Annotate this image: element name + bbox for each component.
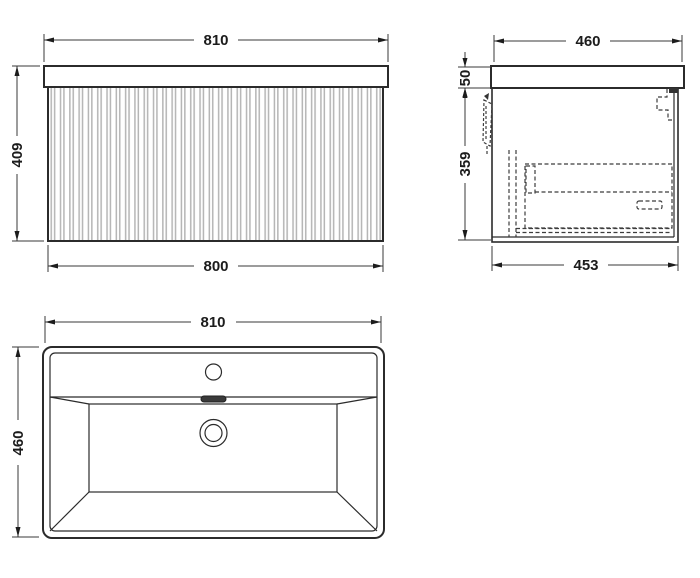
arrowhead bbox=[15, 527, 21, 537]
dim-label-front-height: 409 bbox=[9, 142, 26, 167]
dim-label-front-width-bottom: 800 bbox=[203, 258, 228, 275]
basin-inner-rim bbox=[49, 352, 378, 532]
arrowhead bbox=[15, 347, 21, 357]
dim-front-width-top: 810 bbox=[43, 32, 389, 62]
arrowhead bbox=[672, 38, 682, 44]
dim-cabinet-height: 359 bbox=[457, 88, 491, 241]
dim-basin-depth: 460 bbox=[10, 346, 39, 538]
arrowhead bbox=[371, 319, 381, 325]
waste-drain bbox=[199, 418, 228, 448]
arrowhead bbox=[14, 66, 20, 76]
arrowhead bbox=[462, 58, 468, 67]
wall-rail-notch bbox=[669, 88, 678, 93]
basin-outer-edge bbox=[42, 346, 385, 539]
dim-label-front-width-top: 810 bbox=[203, 32, 228, 49]
arrowhead bbox=[14, 231, 20, 241]
drawer-front-panel-hidden bbox=[508, 150, 517, 237]
arrowhead bbox=[668, 262, 678, 268]
dim-side-depth-bottom: 453 bbox=[491, 246, 679, 274]
arrowhead bbox=[44, 37, 54, 43]
wall-bracket-step-detail bbox=[656, 89, 673, 121]
dim-label-basin-depth: 460 bbox=[10, 430, 27, 455]
cabinet-side-body bbox=[491, 87, 679, 243]
front-view: 810 409 800 bbox=[9, 32, 389, 275]
dim-label-cabinet-height: 359 bbox=[457, 151, 474, 176]
drawer-box-hidden bbox=[516, 163, 673, 234]
tap-hole bbox=[204, 363, 223, 381]
arrowhead bbox=[492, 262, 502, 268]
arrowhead bbox=[45, 319, 55, 325]
basin-plan-view: 810 460 bbox=[10, 314, 385, 539]
dim-label-side-depth-top: 460 bbox=[575, 33, 600, 50]
dim-label-worktop-height: 50 bbox=[457, 70, 474, 87]
side-view: 460 50 359 453 bbox=[457, 33, 685, 274]
hanging-bracket-detail bbox=[482, 93, 493, 154]
overflow-slot bbox=[200, 395, 227, 403]
arrowhead bbox=[462, 88, 468, 98]
dim-basin-width: 810 bbox=[44, 314, 382, 343]
dim-label-basin-width: 810 bbox=[200, 314, 225, 331]
drawer-handle-slot bbox=[636, 200, 663, 210]
arrowhead bbox=[462, 230, 468, 240]
worktop-front bbox=[43, 65, 389, 88]
basin-bowl-bottom bbox=[88, 403, 338, 493]
bracket-tip bbox=[484, 93, 489, 100]
arrowhead bbox=[378, 37, 388, 43]
dim-front-width-bottom: 800 bbox=[47, 245, 384, 275]
worktop-side bbox=[490, 65, 685, 89]
arrowhead bbox=[494, 38, 504, 44]
fluted-cabinet-front bbox=[47, 86, 384, 242]
dim-side-depth-top: 460 bbox=[493, 33, 683, 62]
dim-label-side-depth-bottom: 453 bbox=[573, 257, 598, 274]
arrowhead bbox=[48, 263, 58, 269]
arrowhead bbox=[373, 263, 383, 269]
dim-front-height: 409 bbox=[9, 65, 44, 242]
